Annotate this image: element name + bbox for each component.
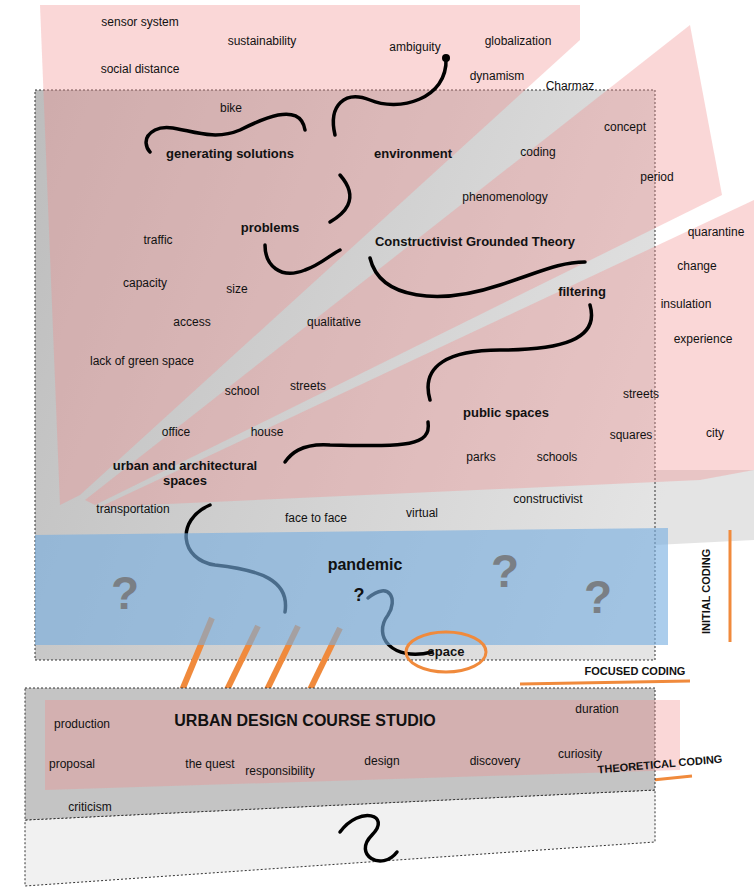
coding-band: ? pandemic??? (35, 528, 668, 645)
node-text: URBAN DESIGN COURSE STUDIO (174, 712, 435, 730)
node-text: space (428, 645, 465, 659)
keyword-label: coding (520, 146, 555, 160)
node-text: production (54, 718, 110, 731)
keyword-label: access (173, 316, 210, 330)
keyword-label: concept (604, 121, 646, 135)
keyword-label: ambiguity (389, 41, 440, 55)
keyword-label: face to face (285, 512, 347, 526)
keyword-label: schools (537, 451, 578, 465)
keyword-label: social distance (101, 63, 180, 77)
node-text: ? (111, 568, 139, 619)
keyword-label: capacity (123, 277, 167, 291)
node-text: ? (354, 586, 365, 606)
node-text: duration (575, 703, 618, 716)
node-text: the quest (185, 758, 234, 771)
keyword-label: school (225, 385, 260, 399)
keyword-label: experience (674, 333, 733, 347)
node-text: curiosity (558, 748, 602, 761)
keyword-label: traffic (143, 234, 172, 248)
keyword-label: lack of green space (90, 355, 194, 369)
keyword-label: globalization (485, 35, 552, 49)
keyword-label: Charmaz (546, 80, 595, 94)
space-ring: space (404, 630, 488, 674)
node-text: proposal (49, 758, 95, 771)
node-text: pandemic (328, 556, 403, 574)
keyword-label: change (677, 260, 716, 274)
node-shape (25, 688, 680, 820)
keyword-label: squares (610, 429, 653, 443)
keyword-label: Constructivist Grounded Theory (375, 235, 575, 250)
node-text: criticism (68, 801, 111, 814)
keyword-label: quarantine (688, 226, 745, 240)
node-text: responsibility (245, 765, 314, 778)
keyword-label: public spaces (463, 406, 549, 421)
keyword-label: transportation (96, 503, 169, 517)
keyword-label: city (706, 427, 724, 441)
keyword-label: virtual (406, 507, 438, 521)
keyword-label: period (640, 171, 673, 185)
studio-panel: URBAN DESIGN COURSE STUDIO production dura… (25, 688, 655, 820)
keyword-label: sensor system (101, 16, 178, 30)
keyword-label: qualitative (307, 316, 361, 330)
node-shape (35, 528, 668, 645)
keyword-label: filtering (558, 285, 606, 300)
keyword-label: office (162, 426, 190, 440)
keyword-label: house (251, 426, 284, 440)
keyword-label: size (226, 283, 247, 297)
keyword-label: parks (466, 451, 495, 465)
keyword-label: constructivist (513, 493, 582, 507)
node-text: discovery (470, 755, 521, 768)
keyword-label: INITIAL CODING (700, 549, 713, 634)
keyword-label: sustainability (228, 35, 297, 49)
node-text: ? (584, 572, 612, 623)
node-text: design (364, 755, 399, 768)
keyword-label: FOCUSED CODING (585, 665, 686, 678)
node-shape (406, 632, 486, 672)
keyword-label: insulation (661, 298, 712, 312)
node-text: ? (491, 546, 519, 597)
keyword-label: phenomenology (462, 191, 547, 205)
keyword-label: problems (241, 221, 300, 236)
keyword-label: environment (374, 147, 452, 162)
keyword-label: streets (290, 380, 326, 394)
keyword-label: bike (220, 102, 242, 116)
keyword-label: urban and architectural spaces (95, 459, 275, 489)
keyword-label: dynamism (470, 70, 525, 84)
keyword-label: generating solutions (166, 147, 294, 162)
curve-dot (442, 54, 450, 62)
keyword-label: streets (623, 388, 659, 402)
